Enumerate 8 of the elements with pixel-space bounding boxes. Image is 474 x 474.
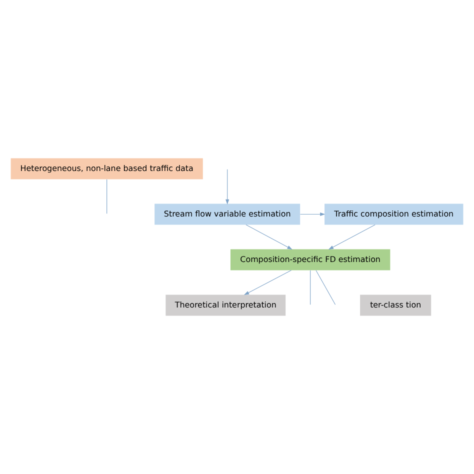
- arrow: [226, 169, 230, 205]
- connector: [310, 270, 311, 305]
- arrow: [328, 224, 376, 250]
- arrow: [244, 270, 292, 296]
- arrow: [300, 212, 326, 216]
- arrow: [246, 224, 292, 250]
- connector: [106, 179, 108, 214]
- connector: [316, 270, 336, 305]
